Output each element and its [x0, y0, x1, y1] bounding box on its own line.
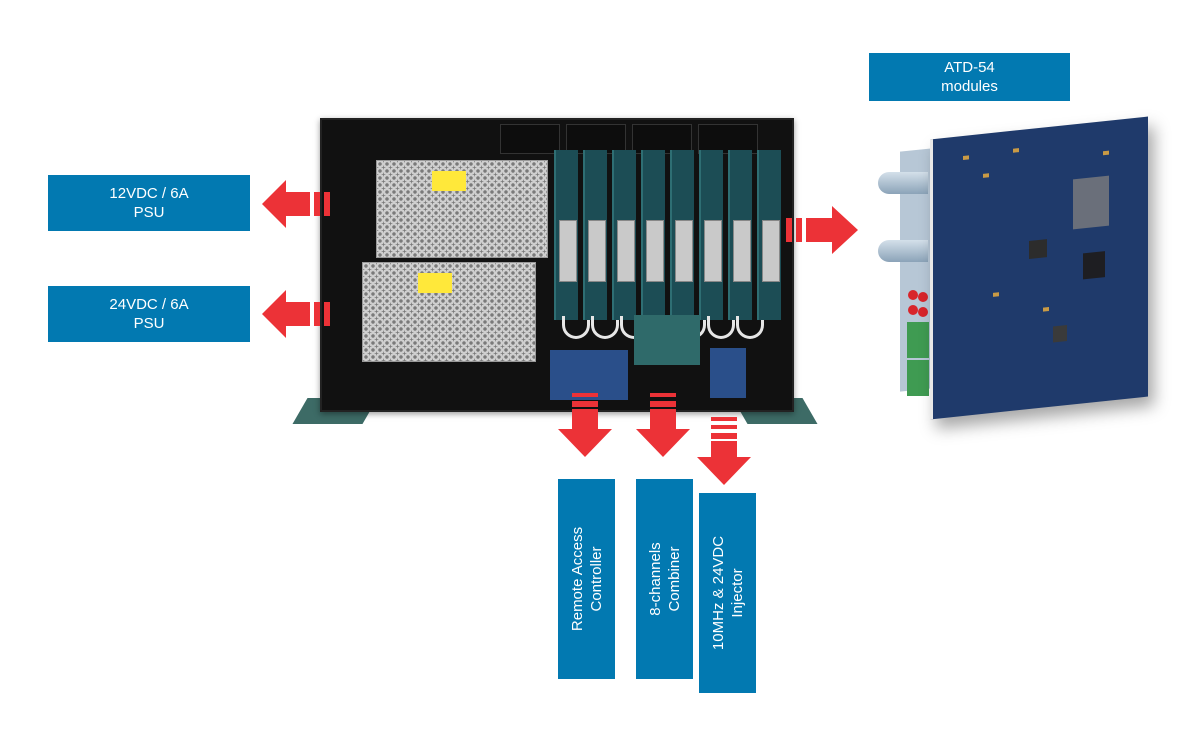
fpga-chip — [1073, 175, 1109, 230]
arrow-left-12v — [262, 180, 330, 228]
psu-sticker — [418, 273, 452, 293]
psu-24v-line1: 24VDC / 6A — [109, 296, 189, 313]
atd-modules-line1: ATD-54 — [944, 59, 995, 76]
module-connector-panel — [559, 220, 577, 282]
arrow-right-module — [786, 206, 858, 254]
psu-12v-line1: 12VDC / 6A — [109, 185, 189, 202]
smd-part — [1013, 148, 1019, 153]
arrow-left-icon — [262, 180, 310, 228]
arrow-left-24v — [262, 290, 330, 338]
psu-12v-unit — [376, 160, 548, 258]
psu-24v-unit — [362, 262, 536, 362]
remote-access-line2: Controller — [587, 546, 605, 612]
module-pcb — [930, 116, 1148, 420]
injector-board — [710, 348, 746, 398]
module-connector-panel — [588, 220, 606, 282]
coax-cable — [736, 316, 764, 339]
module-connector-panel — [617, 220, 635, 282]
module-connector-panel — [762, 220, 780, 282]
combiner-label: 8-channels Combiner — [636, 479, 693, 679]
atd-modules-line2: modules — [941, 78, 998, 95]
module-slot — [670, 150, 694, 320]
arrow-down-remote — [558, 393, 612, 457]
module-slot — [699, 150, 723, 320]
fan — [698, 124, 758, 154]
ic-chip — [1053, 325, 1067, 343]
arrow-down-icon — [636, 409, 690, 457]
arrow-left-icon — [262, 290, 310, 338]
coax-cable — [562, 316, 590, 339]
arrow-down-combiner — [636, 393, 690, 457]
module-slot — [641, 150, 665, 320]
smd-part — [963, 155, 969, 160]
mcu-chip — [1083, 251, 1105, 280]
led-indicator — [918, 307, 928, 317]
smd-part — [983, 173, 989, 178]
led-indicator — [918, 292, 928, 302]
combiner-board — [634, 315, 700, 365]
arrow-down-injector — [697, 417, 751, 485]
module-slot — [728, 150, 752, 320]
terminal-block — [907, 322, 929, 358]
psu-12v-line2: PSU — [133, 204, 165, 221]
fan — [500, 124, 560, 154]
module-connector-panel — [704, 220, 722, 282]
arrow-down-icon — [697, 441, 751, 485]
led-indicator — [908, 290, 918, 300]
arrow-right-icon — [806, 206, 858, 254]
arrow-down-icon — [558, 409, 612, 457]
smd-part — [1043, 306, 1049, 312]
module-connector-panel — [733, 220, 751, 282]
module-connector-panel — [646, 220, 664, 282]
led-indicator — [908, 305, 918, 315]
module-slot — [612, 150, 636, 320]
module-connector-panel — [675, 220, 693, 282]
psu-24v-line2: PSU — [133, 315, 165, 332]
injector-line1: 10MHz & 24VDC — [709, 535, 727, 651]
module-slot — [583, 150, 607, 320]
remote-access-line1: Remote Access — [568, 526, 586, 632]
coax-cable — [707, 316, 735, 339]
combiner-line2: Combiner — [665, 546, 683, 612]
psu-12v-label: 12VDC / 6A PSU — [48, 175, 250, 231]
module-slot — [757, 150, 781, 320]
smd-part — [1103, 150, 1109, 156]
chassis-enclosure — [320, 118, 794, 412]
psu-24v-label: 24VDC / 6A PSU — [48, 286, 250, 342]
bnc-connector — [878, 240, 928, 262]
terminal-block — [907, 360, 929, 396]
ic-chip — [1029, 239, 1047, 260]
remote-access-board — [550, 350, 628, 400]
combiner-line1: 8-channels — [646, 542, 664, 616]
remote-access-controller-label: Remote Access Controller — [558, 479, 615, 679]
coax-cable — [591, 316, 619, 339]
atd-modules-label: ATD-54 modules — [869, 53, 1070, 101]
smd-part — [993, 292, 999, 297]
injector-line2: Injector — [728, 568, 746, 618]
psu-sticker — [432, 171, 466, 191]
injector-label: 10MHz & 24VDC Injector — [699, 493, 756, 693]
bnc-connector — [878, 172, 928, 194]
module-slot — [554, 150, 578, 320]
